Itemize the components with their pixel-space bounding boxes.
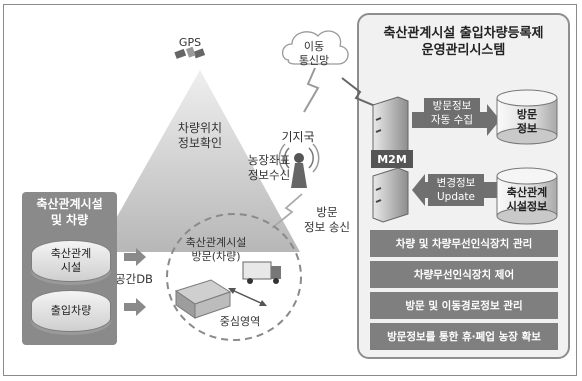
base-station-label: 기지국 (281, 130, 315, 144)
auto-collect-label: 방문정보 자동 수집 (424, 98, 480, 128)
vehicle-location-label: 차량위치 정보확인 (177, 121, 223, 150)
diagram-frame (3, 4, 577, 376)
facility-vehicle-panel: 축산관계시설 및 차량 축산관계 시설 출입차량 (22, 192, 117, 345)
satellite-icon (174, 46, 206, 59)
gps-coverage-triangle (97, 70, 300, 252)
visit-arrow (231, 289, 264, 305)
network-signal-link (303, 67, 320, 113)
mobile-network-cloud (281, 30, 349, 65)
farm-building-icon (174, 279, 232, 319)
visit-info-send-label: 방문 정보 송신 (304, 205, 350, 234)
server-icon-upper (372, 96, 409, 159)
function-vehicle-rfid: 차량 및 차량무선인식장치 관리 (370, 230, 558, 257)
spatial-db-label: 공간DB (115, 272, 153, 286)
farm-visit-label: 축산관계시설 방문(차량) (185, 236, 247, 263)
gps-label: GPS (178, 36, 202, 49)
visit-db-label: 방문 정보 (516, 108, 538, 135)
facility-db-label: 축산관계 시설정보 (506, 186, 548, 213)
vehicle-disk: 출입차량 (31, 290, 111, 332)
facility-vehicle-title: 축산관계시설 및 차량 (36, 197, 103, 227)
truck-icon (242, 261, 281, 284)
update-label: 변경정보 Update (428, 174, 484, 206)
central-zone-circle (166, 213, 302, 341)
arrow-right-lower (124, 298, 146, 316)
function-route-management: 방문 및 이동경로정보 관리 (370, 292, 558, 319)
function-closed-farm: 방문정보를 통한 휴·폐업 농장 확보 (370, 323, 558, 350)
m2m-label: M2M (371, 150, 413, 168)
server-icon-lower (372, 167, 409, 223)
tower-to-farm-link (271, 193, 303, 229)
function-rfid-control: 차량무선인식장치 제어 (370, 261, 558, 288)
farm-coord-label: 농장좌표 정보수신 (247, 153, 291, 182)
facility-disk: 축산관계 시설 (31, 240, 111, 282)
mobile-network-label: 이동 통신망 (298, 40, 330, 67)
visit-db-cylinder (496, 89, 558, 145)
arrow-right-upper (124, 248, 146, 266)
network-to-server-link (341, 77, 381, 109)
system-title: 축산관계시설 출입차량등록제 운영관리시스템 (383, 26, 544, 58)
radio-tower-icon (278, 143, 320, 188)
central-zone-label: 중심영역 (219, 315, 261, 328)
facility-db-cylinder (496, 167, 558, 225)
